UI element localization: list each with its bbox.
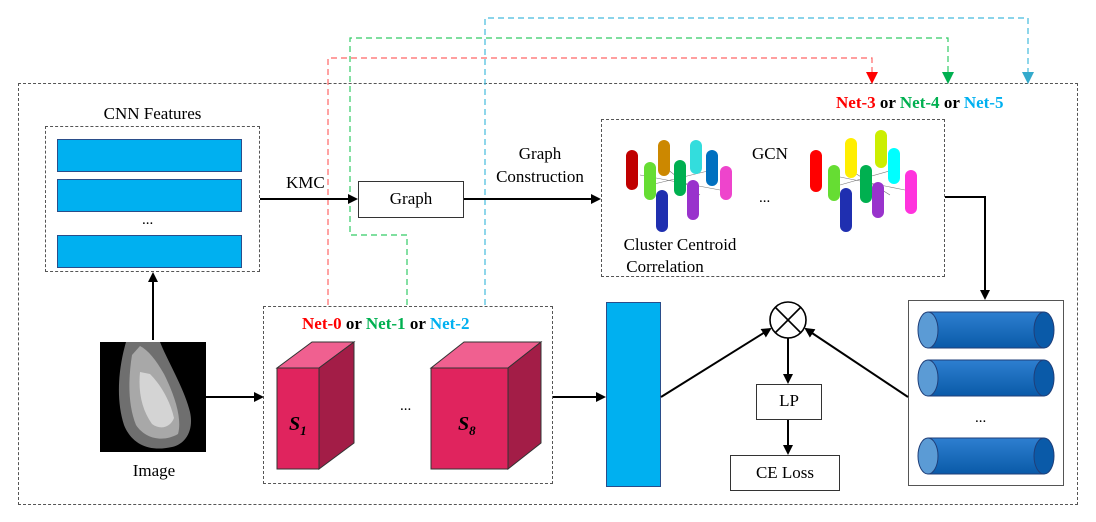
lp-box xyxy=(756,384,822,420)
circle-times-icon xyxy=(769,301,807,339)
net-5-path xyxy=(484,17,1029,305)
graph-construction-label-2: Construction xyxy=(496,167,584,186)
mammogram-image xyxy=(100,342,206,452)
gcn-label: GCN xyxy=(752,144,788,163)
arrow-output-to-multiply xyxy=(804,327,909,398)
net-5-label: Net-5 xyxy=(963,93,1004,112)
output-cylinder-2 xyxy=(917,359,1055,397)
cube-s1 xyxy=(275,341,356,470)
gcn-ellipsis: ... xyxy=(759,190,771,206)
cube-s8 xyxy=(429,340,543,471)
s1-label: S1 xyxy=(289,413,307,438)
graph-box xyxy=(358,181,464,218)
or-label: or xyxy=(939,93,964,112)
cluster-label-2: Correlation xyxy=(626,257,704,276)
lp-label: LP xyxy=(779,391,799,410)
outer-frame xyxy=(18,83,1078,505)
cnn-features-box xyxy=(45,126,260,272)
or-label: or xyxy=(875,93,900,112)
fused-feature-bar xyxy=(606,302,661,487)
net-3-path xyxy=(327,57,873,305)
net-4-label: Net-4 xyxy=(899,93,940,112)
gcn-box xyxy=(601,119,945,277)
ce-loss-label: CE Loss xyxy=(755,463,815,482)
kmc-label: KMC xyxy=(286,173,325,192)
net-legend-mid: Net-0 or Net-1 or Net-2 xyxy=(302,314,469,334)
net-5-arrow xyxy=(1022,72,1034,84)
net-4-path xyxy=(349,37,949,305)
net-legend-top: Net-3 or Net-4 or Net-5 xyxy=(836,93,1003,113)
net-3-label: Net-3 xyxy=(836,93,876,112)
image-label: Image xyxy=(132,461,176,480)
net-2-label: Net-2 xyxy=(429,314,470,333)
arrow-bar-to-multiply xyxy=(660,327,772,398)
arrow-gcn-to-output xyxy=(945,196,990,300)
feature-bar-3 xyxy=(57,235,242,268)
cluster-label-1: Cluster Centroid xyxy=(623,235,737,254)
ce-loss-box xyxy=(730,455,840,491)
s8-label: S8 xyxy=(458,413,476,438)
feature-ellipsis: ... xyxy=(142,212,154,228)
cube-ellipsis: ... xyxy=(400,398,412,414)
net-1-label: Net-1 xyxy=(365,314,406,333)
output-cylinder-1 xyxy=(917,311,1055,349)
feature-bar-2 xyxy=(57,179,242,212)
graph-label: Graph xyxy=(389,189,433,208)
net-0-label: Net-0 xyxy=(302,314,342,333)
cylinder-ellipsis: ... xyxy=(975,410,987,426)
cluster-centroid-cylinders-right xyxy=(810,130,917,232)
cnn-features-label: CNN Features xyxy=(103,104,202,123)
feature-bar-1 xyxy=(57,139,242,172)
net-4-arrow xyxy=(942,72,954,84)
output-cylinder-3 xyxy=(917,437,1055,475)
or-label: or xyxy=(405,314,430,333)
net-3-arrow xyxy=(866,72,878,84)
graph-construction-label-1: Graph xyxy=(518,144,562,163)
or-label: or xyxy=(341,314,366,333)
cluster-centroid-cylinders-left xyxy=(626,140,732,232)
